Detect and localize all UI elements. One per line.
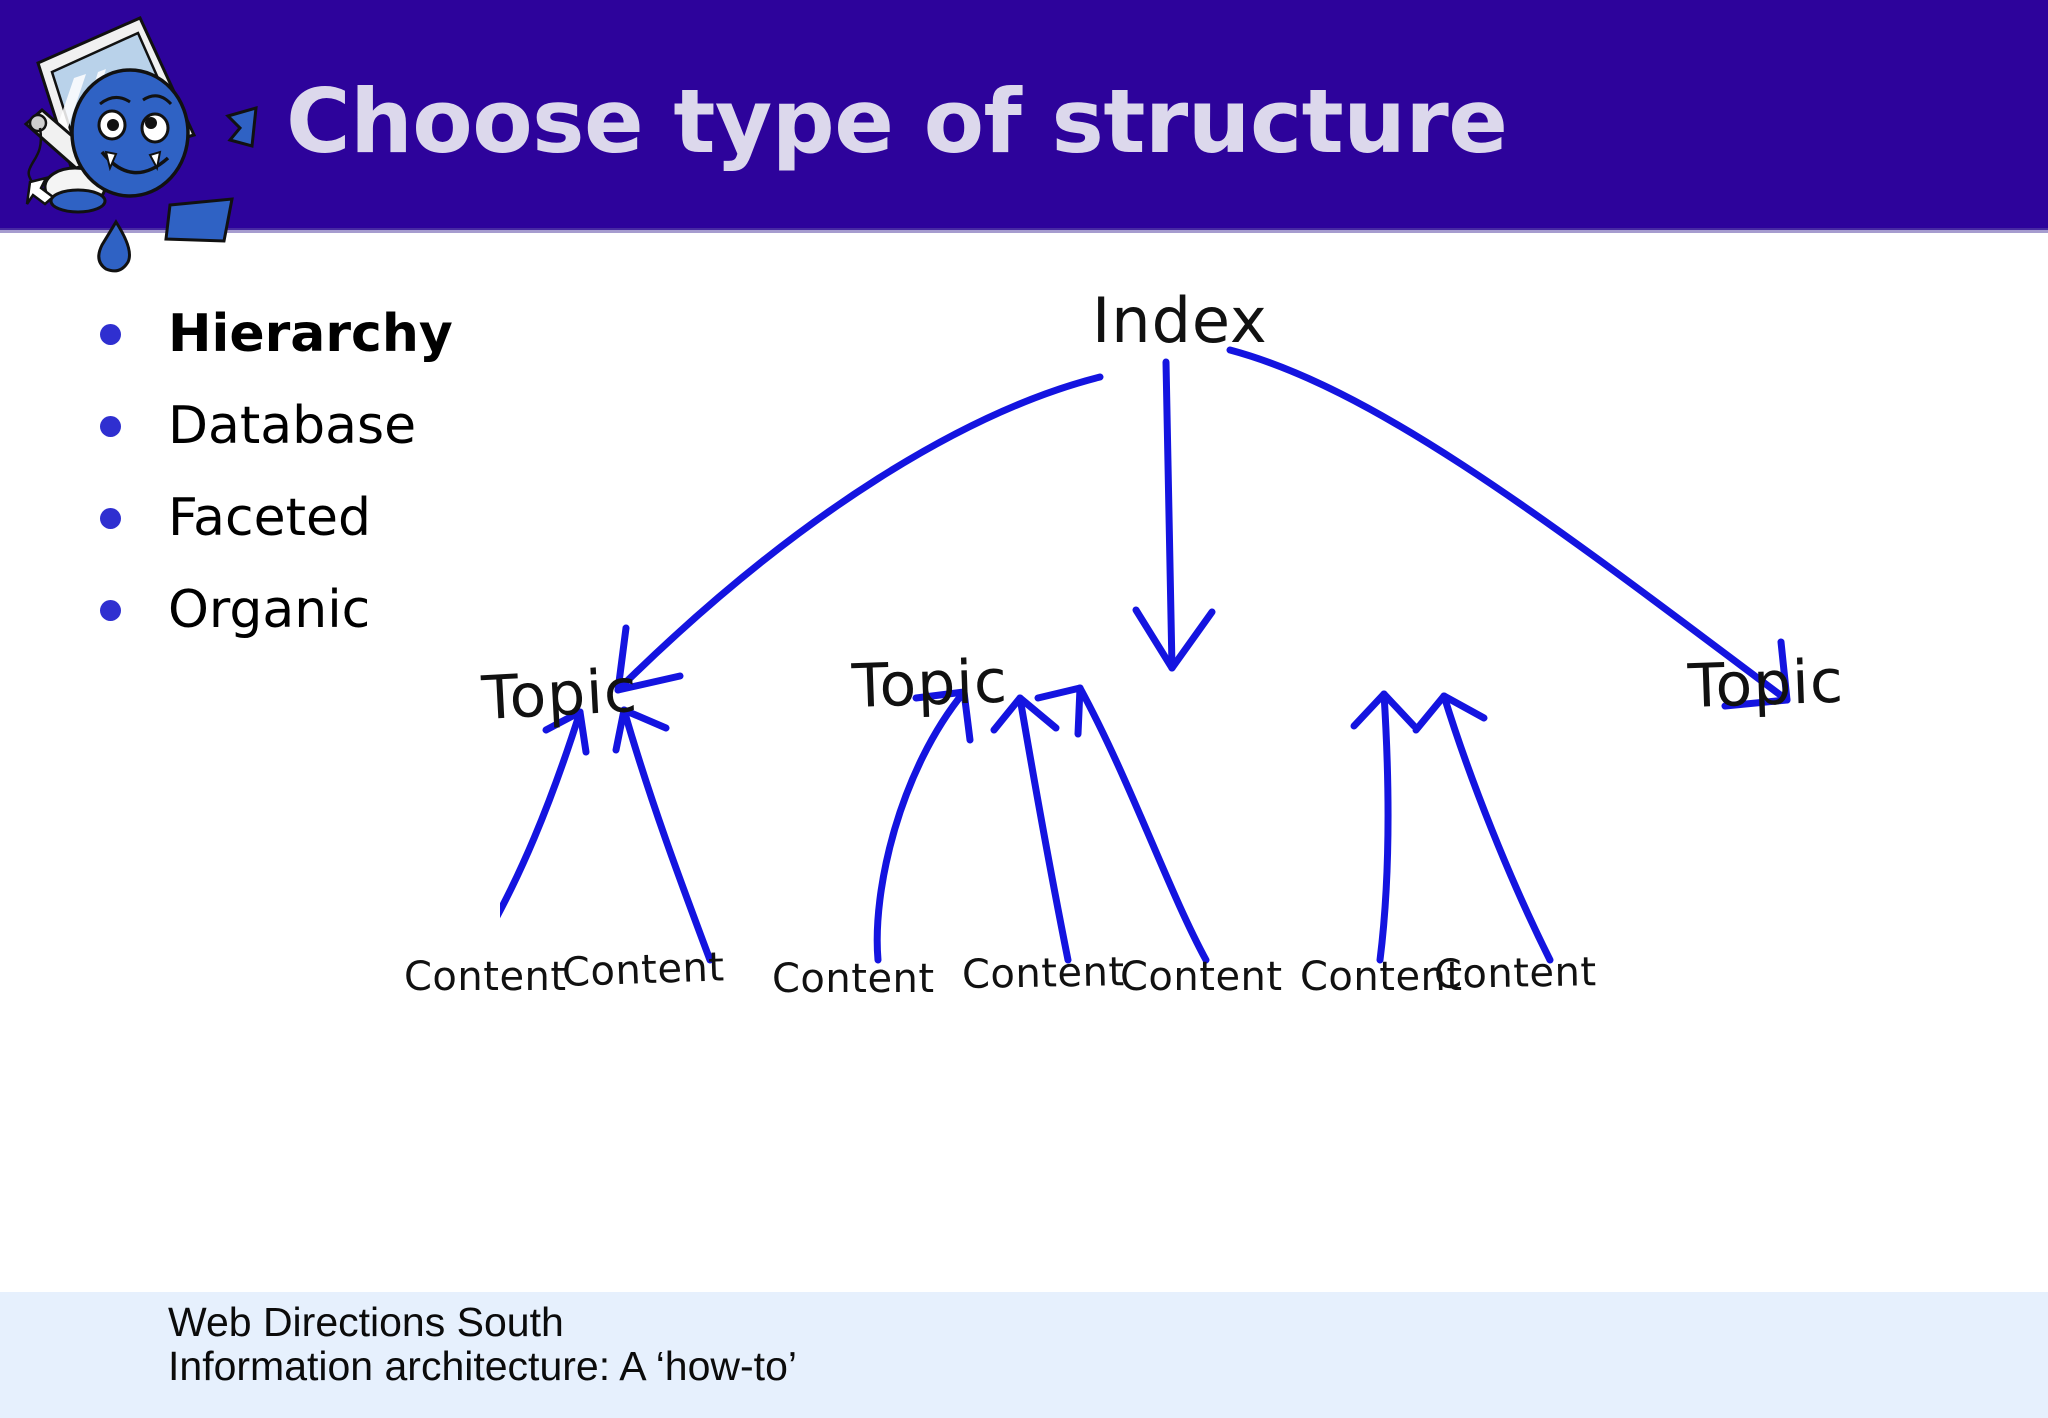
bullet-dot-icon [100, 323, 121, 345]
bullet-dot-icon [100, 415, 121, 437]
bullet-label-organic: Organic [168, 580, 371, 640]
diagram-node-topic-right: Topic [1686, 646, 1846, 722]
footer: Web Directions South Information archite… [168, 1300, 797, 1389]
diagram-arrows [474, 346, 1791, 964]
bullet-label-hierarchy: Hierarchy [168, 304, 453, 364]
diagram-node-content-5: Content [1120, 954, 1283, 1000]
header-band [0, 0, 2048, 230]
bullet-dot-icon [100, 599, 121, 621]
list-item[interactable]: Faceted [100, 472, 720, 564]
diagram-node-content-2: Content [561, 944, 726, 996]
page-title: Choose type of structure [286, 70, 1508, 173]
diagram-node-topic-middle: Topic [850, 646, 1010, 722]
bullet-dot-icon [100, 507, 121, 529]
diagram-node-content-3: Content [772, 956, 935, 1002]
footer-band [0, 1292, 2048, 1418]
diagram-node-content-4: Content [961, 949, 1125, 998]
footer-line-event: Web Directions South [168, 1299, 564, 1345]
bullet-label-faceted: Faceted [168, 488, 371, 548]
header-band-shadow [0, 228, 2048, 233]
list-item[interactable]: Organic [100, 564, 720, 656]
hierarchy-diagram: Index Topic Topic Topic Content Content … [404, 260, 2048, 1050]
list-item[interactable]: Database [100, 380, 720, 472]
diagram-node-content-7: Content [1433, 949, 1597, 998]
list-item[interactable]: Hierarchy [100, 288, 720, 380]
footer-line-topic: Information architecture: A ‘how-to’ [168, 1343, 797, 1390]
diagram-node-index: Index [1092, 284, 1268, 357]
diagram-node-content-1: Content [404, 954, 567, 1000]
diagram-node-topic-left: Topic [480, 655, 640, 734]
computer-mascot-icon [23, 16, 258, 273]
diagram-node-content-6: Content [1300, 954, 1463, 1000]
bullet-label-database: Database [168, 396, 417, 456]
bullet-list: Hierarchy Database Faceted Organic [100, 288, 720, 656]
